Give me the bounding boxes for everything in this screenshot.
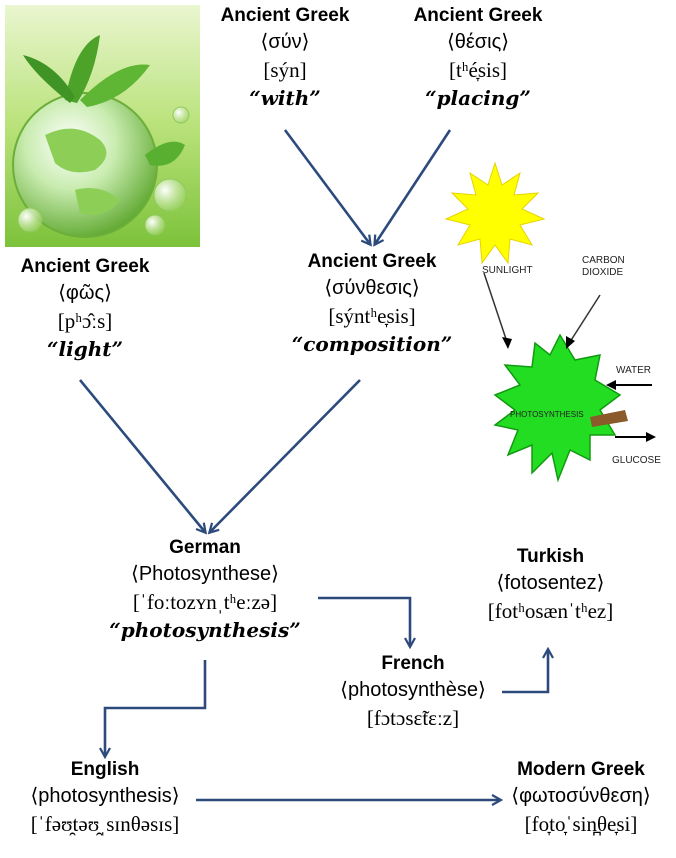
gloss: “with” [249, 86, 321, 110]
gloss: “photosynthesis” [109, 618, 301, 642]
arrow-thesis-to-synthesis [375, 129, 452, 244]
language-label: Ancient Greek [220, 5, 350, 26]
node-ancient-greek-phos: Ancient Greek ⟨φῶς⟩ [pʰɔ̂ːs] “light” [0, 255, 170, 363]
glucose-label: GLUCOSE [612, 455, 661, 466]
word-form: ⟨Photosynthese⟩ [131, 563, 279, 585]
photosynthesis-illustration: SUNLIGHT CARBON DIOXIDE WATER GLUCOSE PH… [444, 161, 661, 483]
gloss: “composition” [291, 332, 453, 356]
node-ancient-greek-thesis: Ancient Greek ⟨θέσις⟩ [tʰé̞sis] “placing… [388, 4, 568, 112]
pronunciation: [ˈfoːtozʏnˌtʰeːzə] [132, 590, 278, 614]
arrow-syn-to-synthesis [283, 129, 370, 244]
word-form: ⟨fotosentez⟩ [496, 572, 605, 594]
node-turkish: Turkish ⟨fotosentez⟩ [fotʰosænˈtʰez] [458, 545, 643, 625]
leaf-label: PHOTOSYNTHESIS [510, 410, 584, 419]
node-english: English ⟨photosynthesis⟩ [ˈfəʊ̯təʊ̯ˌsɪnθ… [10, 758, 200, 838]
language-label: Turkish [516, 546, 585, 567]
pronunciation: [fotʰosænˈtʰez] [487, 599, 614, 623]
language-label: English [70, 759, 140, 780]
pronunciation: [tʰé̞sis] [448, 58, 508, 82]
arrow-french-to-turkish [502, 650, 548, 694]
arrow-phos-to-german [78, 379, 205, 532]
word-form: ⟨φῶς⟩ [58, 282, 112, 304]
dioxide-label: DIOXIDE [582, 267, 623, 278]
word-form: ⟨photosynthesis⟩ [30, 785, 180, 807]
pronunciation: [sýn] [263, 58, 307, 82]
node-ancient-greek-synthesis: Ancient Greek ⟨σύνθεσις⟩ [sýntʰe̞sis] “c… [272, 250, 472, 358]
pronunciation: [sýntʰe̞sis] [328, 304, 416, 328]
node-german: German ⟨Photosynthese⟩ [ˈfoːtozʏnˌtʰeːzə… [90, 536, 320, 644]
word-form: ⟨σύν⟩ [260, 31, 310, 53]
globe-nature-image [5, 5, 200, 247]
word-form: ⟨photosynthèse⟩ [340, 679, 486, 701]
node-ancient-greek-syn: Ancient Greek ⟨σύν⟩ [sýn] “with” [195, 4, 375, 112]
node-french: French ⟨photosynthèse⟩ [fɔtɔsɛ̃tɛːz] [318, 652, 508, 732]
word-form: ⟨σύνθεσις⟩ [324, 277, 420, 299]
pronunciation: [fɔtɔsɛ̃tɛːz] [366, 706, 460, 730]
node-modern-greek: Modern Greek ⟨φωτοσύνθεση⟩ [fo̞to̞ˈsin̪θ… [490, 758, 672, 838]
language-label: Ancient Greek [413, 5, 543, 26]
arrow-german-to-french [318, 596, 410, 646]
pronunciation: [fo̞to̞ˈsin̪θe̞si] [524, 812, 638, 836]
sun-icon [444, 161, 546, 265]
language-label: French [381, 653, 445, 674]
word-form: ⟨θέσις⟩ [446, 31, 510, 53]
water-label: WATER [616, 365, 651, 376]
gloss: “light” [47, 337, 123, 361]
word-form: ⟨φωτοσύνθεση⟩ [511, 785, 651, 807]
language-label: Ancient Greek [307, 251, 437, 272]
pronunciation: [ˈfəʊ̯təʊ̯ˌsɪnθəsɪs] [30, 812, 180, 836]
language-label: Modern Greek [517, 759, 645, 780]
arrow-synthesis-to-german [210, 379, 361, 532]
arrow-german-to-english [105, 660, 207, 756]
pronunciation: [pʰɔ̂ːs] [57, 309, 113, 333]
language-label: German [169, 537, 241, 558]
language-label: Ancient Greek [20, 256, 150, 277]
leaf-icon [493, 333, 622, 483]
sunlight-label: SUNLIGHT [482, 265, 533, 276]
gloss: “placing” [425, 86, 531, 110]
carbon-label: CARBON [582, 255, 625, 266]
